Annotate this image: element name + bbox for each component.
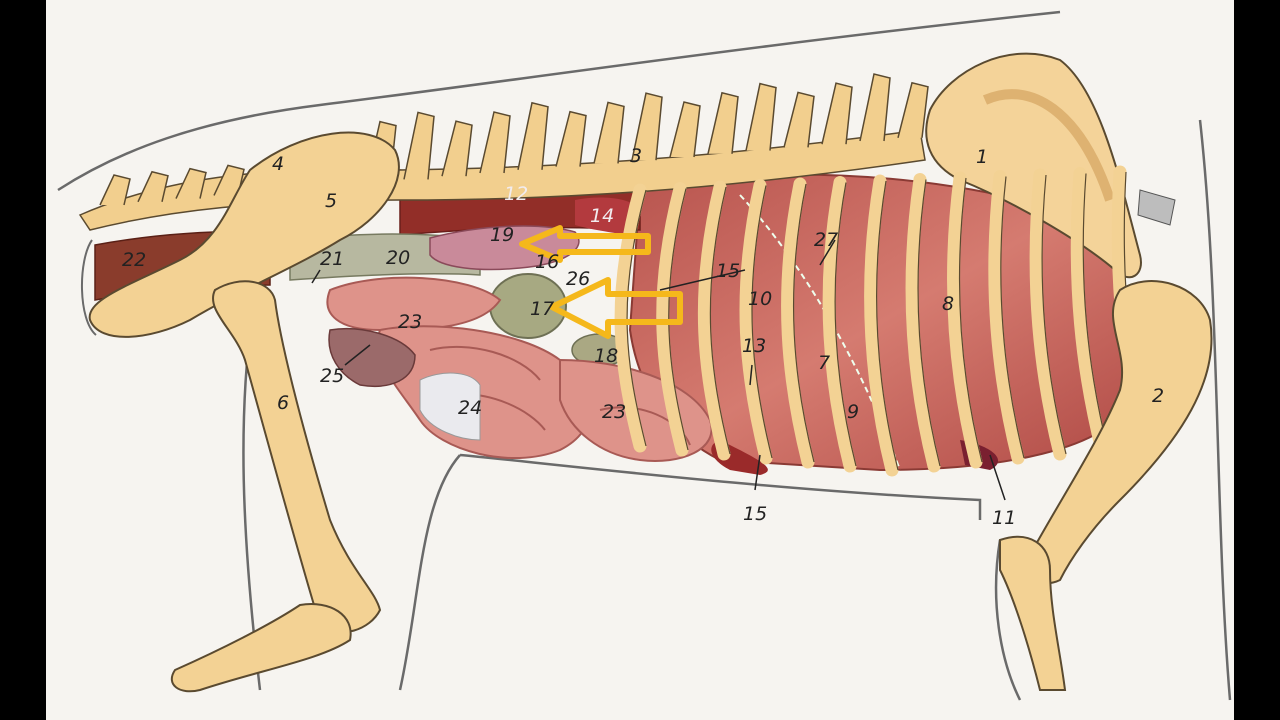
vertebra-process	[593, 101, 625, 164]
label-23-upper: 23	[398, 311, 422, 333]
label-25: 25	[320, 365, 344, 387]
vertebra-process	[479, 111, 511, 174]
humerus-2	[1026, 280, 1213, 585]
bladder-25	[328, 328, 416, 387]
vertebra-process	[783, 91, 815, 148]
vertebra-process	[745, 82, 777, 151]
scapula-shade	[982, 89, 1115, 202]
illustration-paper: 1 2 3 4 5 6 7 8 9 10 11 12 13 14 15 15 1…	[46, 0, 1234, 720]
intestines	[326, 276, 713, 462]
label-15-upper: 15	[716, 260, 740, 282]
rib	[947, 171, 983, 469]
label-14: 14	[590, 205, 614, 227]
tibia	[170, 603, 352, 693]
femur-6	[212, 280, 382, 634]
vertebra-process	[213, 164, 245, 196]
rib-edge	[626, 189, 647, 447]
label-12: 12	[504, 183, 528, 205]
vertebra-process	[441, 120, 473, 177]
part-labels: 1 2 3 4 5 6 7 8 9 10 11 12 13 14 15 15 1…	[122, 145, 1164, 529]
vertebra-process	[897, 81, 929, 138]
rib	[614, 183, 647, 453]
arrow-left-icon	[519, 225, 651, 263]
rib	[1029, 168, 1067, 461]
vertebra-process	[175, 167, 207, 199]
leader-lines	[311, 239, 1006, 501]
label-24: 24	[458, 397, 482, 419]
tail-outline	[80, 239, 97, 336]
label-20: 20	[386, 247, 410, 269]
label-1: 1	[976, 146, 988, 168]
rib-edge	[917, 179, 941, 467]
rib	[822, 176, 857, 473]
mesentery-24	[419, 372, 481, 441]
rib	[697, 180, 731, 461]
label-17: 17	[530, 298, 554, 320]
label-19: 19	[490, 224, 514, 246]
rib-edge	[709, 186, 731, 455]
rib-edge	[668, 188, 689, 451]
label-21: 21	[320, 248, 344, 270]
rib-edge	[834, 182, 857, 467]
label-15-lower: 15	[743, 503, 767, 525]
pelvis-5	[88, 131, 400, 338]
rib	[781, 177, 815, 469]
vertebra-process	[403, 111, 435, 180]
body-outline	[57, 10, 1232, 701]
rib	[988, 170, 1025, 465]
vertebra-process	[137, 170, 169, 203]
label-9: 9	[847, 401, 859, 423]
rib-edge	[751, 185, 773, 459]
rib-edge	[1000, 176, 1025, 459]
radius	[999, 535, 1067, 691]
rib-edge	[876, 180, 899, 471]
label-2: 2	[1152, 385, 1164, 407]
label-16: 16	[535, 251, 559, 273]
label-7: 7	[818, 352, 830, 374]
vertebra-process	[707, 91, 739, 154]
label-13: 13	[742, 335, 766, 357]
arrow-left-icon	[549, 277, 683, 339]
vertebra-process	[631, 92, 663, 161]
anatomy-diagram: 1 2 3 4 5 6 7 8 9 10 11 12 13 14 15 15 1…	[57, 10, 1232, 701]
vertebra-process	[99, 174, 131, 206]
label-26: 26	[566, 268, 590, 290]
vertebra-process	[859, 73, 891, 142]
label-18: 18	[594, 345, 618, 367]
ribs	[614, 165, 1151, 477]
label-27: 27	[814, 229, 838, 251]
vertebra-process	[517, 101, 549, 170]
spine-tube	[1137, 189, 1176, 226]
label-6: 6	[277, 392, 289, 414]
vertebra-process	[669, 101, 701, 158]
rib	[864, 174, 899, 477]
vertebra-process	[821, 82, 853, 145]
rib	[1070, 167, 1109, 457]
rib	[739, 179, 773, 465]
muscle-14	[575, 197, 635, 235]
label-11: 11	[992, 507, 1016, 529]
rib-edge	[792, 183, 815, 463]
label-22: 22	[122, 249, 146, 271]
label-4: 4	[272, 153, 284, 175]
rib-edge	[958, 177, 983, 463]
rib	[905, 173, 941, 473]
rib	[656, 182, 689, 457]
rib-edge	[1082, 173, 1109, 451]
vertebra-process	[555, 110, 587, 167]
label-8: 8	[942, 293, 954, 315]
label-5: 5	[325, 190, 337, 212]
label-23-lower: 23	[602, 401, 626, 423]
rib-edge	[1041, 174, 1067, 455]
label-10: 10	[748, 288, 772, 310]
label-3: 3	[630, 145, 642, 167]
